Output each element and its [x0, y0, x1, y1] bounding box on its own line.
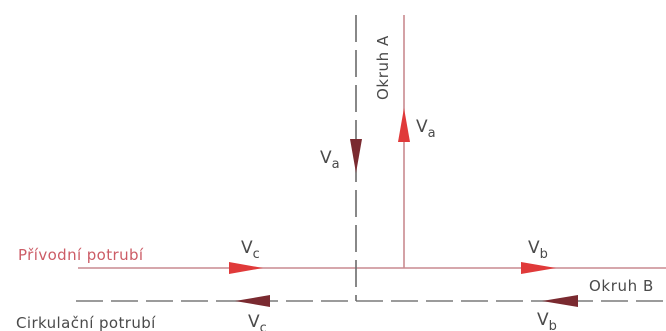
circuit-a-label: Okruh A [374, 35, 392, 100]
circulation-arrow-vb [542, 295, 578, 307]
flow-label-vb-circulation: Vb [537, 310, 557, 331]
circulation-arrow-vc [235, 295, 270, 307]
circuit-b-label: Okruh B [589, 277, 654, 295]
flow-label-vc-supply: Vc [241, 238, 260, 262]
circulation-pipe-label: Cirkulační potrubí [16, 314, 156, 331]
circuit-a-return-arrow [350, 139, 362, 173]
flow-label-va-return: Va [320, 148, 340, 172]
supply-pipe-label: Přívodní potrubí [18, 246, 144, 264]
flow-label-vc-circulation: Vc [248, 312, 267, 331]
flow-label-vb-supply: Vb [528, 238, 548, 262]
supply-arrow-vc [229, 262, 263, 274]
supply-arrow-vb [521, 262, 556, 274]
flow-label-va-supply: Va [416, 117, 436, 141]
circuit-a-supply-arrow [398, 108, 410, 142]
